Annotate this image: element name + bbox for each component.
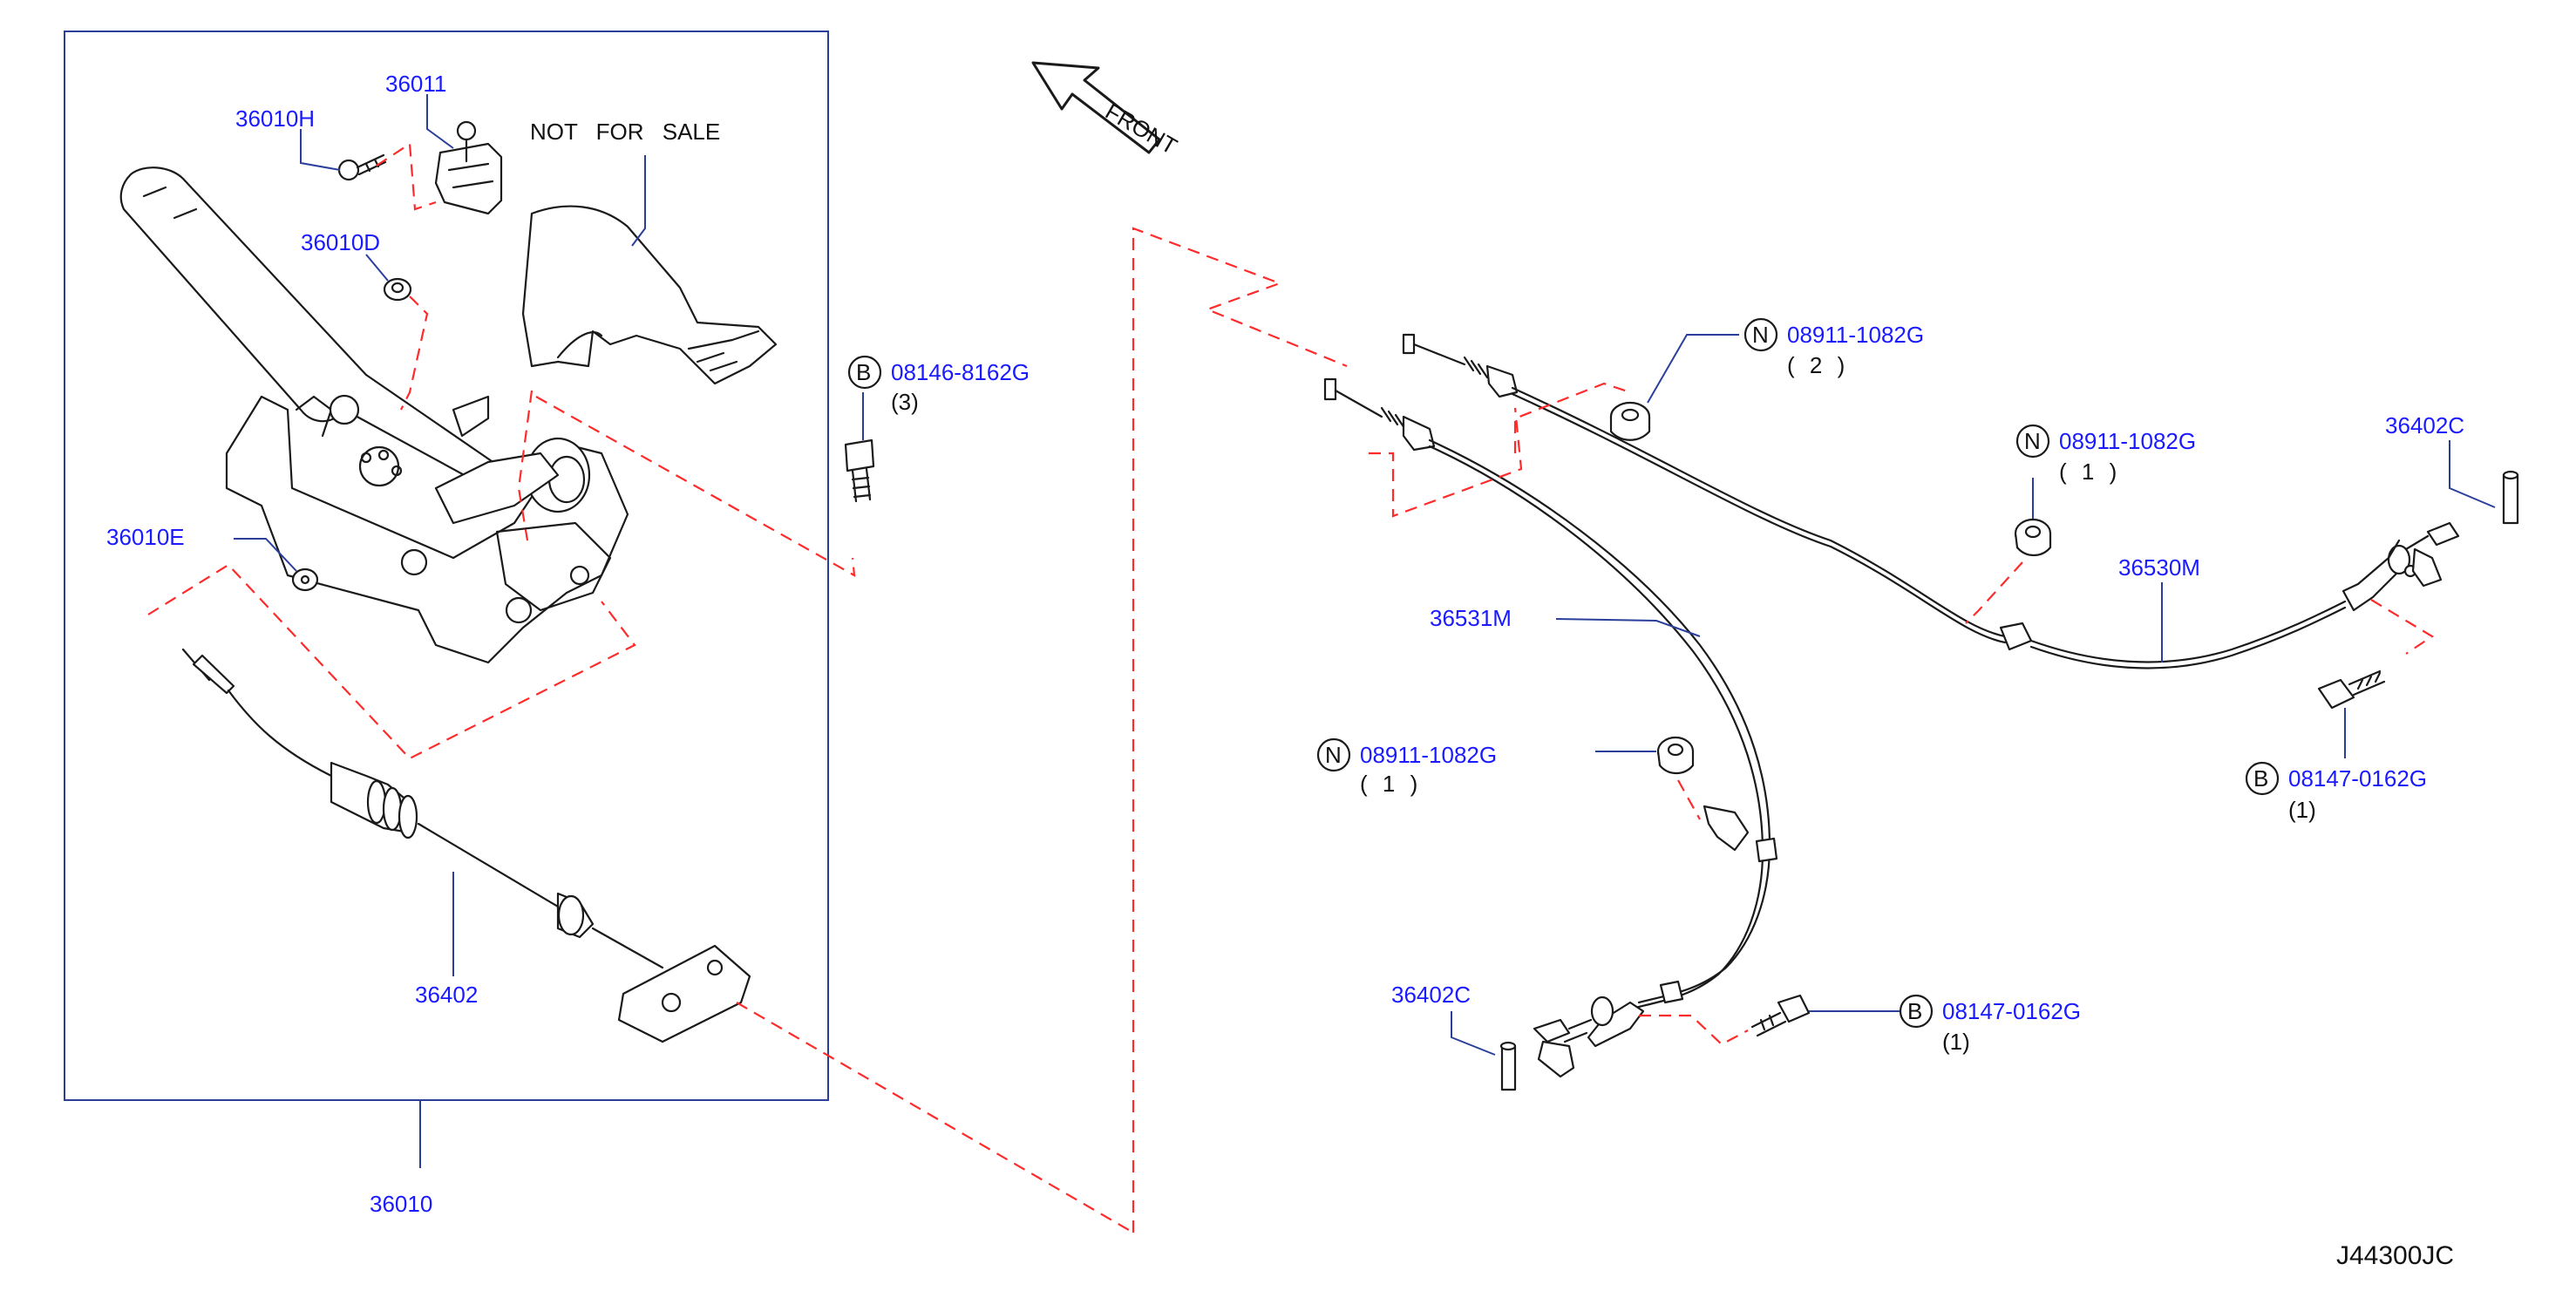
b-marker-08147-bottom-text: B (1907, 998, 1922, 1024)
qty-08147-right: (1) (2288, 797, 2316, 823)
leader-36011 (426, 94, 454, 149)
guide-36010D (400, 296, 429, 411)
guide-08911-mid (1677, 779, 1701, 820)
qty-08147-bottom: (1) (1942, 1029, 1970, 1055)
bolt-08147-right (2317, 669, 2386, 710)
leader-08911-top (1647, 334, 1739, 404)
n-marker-08911-top (1743, 317, 1778, 352)
console-cover (521, 205, 778, 385)
pin-36402C-top (2502, 470, 2519, 525)
parking-brake-lever (119, 166, 629, 664)
qty-08146-8162G: (3) (891, 389, 919, 415)
cable-bracket (1703, 805, 1750, 852)
b-marker-08147-right (2245, 761, 2280, 796)
nut-36010D (383, 277, 412, 302)
assembly-frame-36010 (64, 31, 829, 1101)
label-36011: 36011 (385, 71, 446, 97)
label-36402C-top: 36402C (2385, 412, 2464, 438)
front-cable-36402 (181, 648, 751, 1043)
leader-36010D (365, 254, 389, 282)
pin-36402C-bottom (1499, 1041, 1517, 1091)
label-36402C-bottom: 36402C (1391, 982, 1471, 1008)
not-for-sale-label: NOT FOR SALE (530, 119, 720, 145)
b-marker-08147-right-text: B (2253, 765, 2268, 792)
screw-36010H (337, 153, 387, 181)
label-08911-top: 08911-1082G (1787, 322, 1924, 348)
label-08146-8162G: 08146-8162G (891, 359, 1030, 385)
b-marker-08147-bottom (1899, 994, 1934, 1029)
nut-08911-mid (1656, 736, 1695, 775)
qty-08911-mid: ( 1 ) (1360, 771, 1417, 797)
qty-08911-top: ( 2 ) (1787, 352, 1845, 378)
n-marker-08911-right (2015, 424, 2050, 459)
diagram-code: J44300JC (2336, 1241, 2454, 1270)
label-36010H: 36010H (235, 105, 315, 132)
guide-36531M-head (1369, 407, 1523, 518)
n-marker-08911-top-text: N (1752, 322, 1769, 348)
n-marker-08911-right-text: N (2024, 428, 2041, 454)
guide-36010H (376, 142, 437, 211)
guide-bolt-08146 (535, 396, 856, 577)
guide-08911-right (1965, 561, 2023, 624)
leader-not-for-sale (631, 155, 646, 247)
rear-cable-36531M (1323, 377, 1778, 1078)
label-36010D: 36010D (301, 229, 380, 255)
label-36010E: 36010E (106, 524, 185, 550)
nut-08911-right (2014, 518, 2052, 557)
clip-36011 (434, 120, 503, 215)
label-08911-mid: 08911-1082G (1360, 742, 1497, 768)
guide-lever-base (147, 563, 636, 760)
guide-08147-bottom (1639, 1014, 1749, 1046)
label-08147-bottom: 08147-0162G (1942, 998, 2081, 1024)
b-marker-08146-text: B (856, 359, 871, 385)
front-label: FRONT (1101, 98, 1182, 160)
leader-36402C-bottom (1451, 1011, 1496, 1056)
rear-cable-36530M (1402, 333, 2460, 669)
qty-08911-right: ( 1 ) (2059, 459, 2117, 485)
label-36402: 36402 (415, 982, 478, 1008)
label-08911-right: 08911-1082G (2059, 428, 2196, 454)
b-marker-08146-8162G (847, 355, 882, 390)
leader-36531M (1555, 618, 1701, 637)
guide-08147-right (2370, 599, 2435, 655)
guide-cable-joint (736, 1002, 1134, 1233)
bolt-08146-8162G (844, 438, 875, 503)
n-marker-08911-mid (1316, 737, 1351, 772)
leader-36010E (234, 538, 297, 572)
nut-08911-top (1609, 401, 1651, 441)
n-marker-08911-mid-text: N (1325, 742, 1342, 768)
washer-36010E (291, 567, 319, 592)
label-36531M: 36531M (1430, 605, 1512, 631)
front-arrow (1031, 61, 1161, 154)
label-36010: 36010 (370, 1191, 432, 1217)
label-36530M: 36530M (2118, 554, 2200, 581)
bolt-08147-bottom (1750, 994, 1811, 1037)
guide-rear-cable-link (1132, 227, 1348, 1233)
leader-36010H (300, 129, 341, 171)
leader-36402C-top (2449, 440, 2496, 508)
label-08147-right: 08147-0162G (2288, 765, 2427, 792)
guide-36530M-head (1513, 382, 1631, 453)
